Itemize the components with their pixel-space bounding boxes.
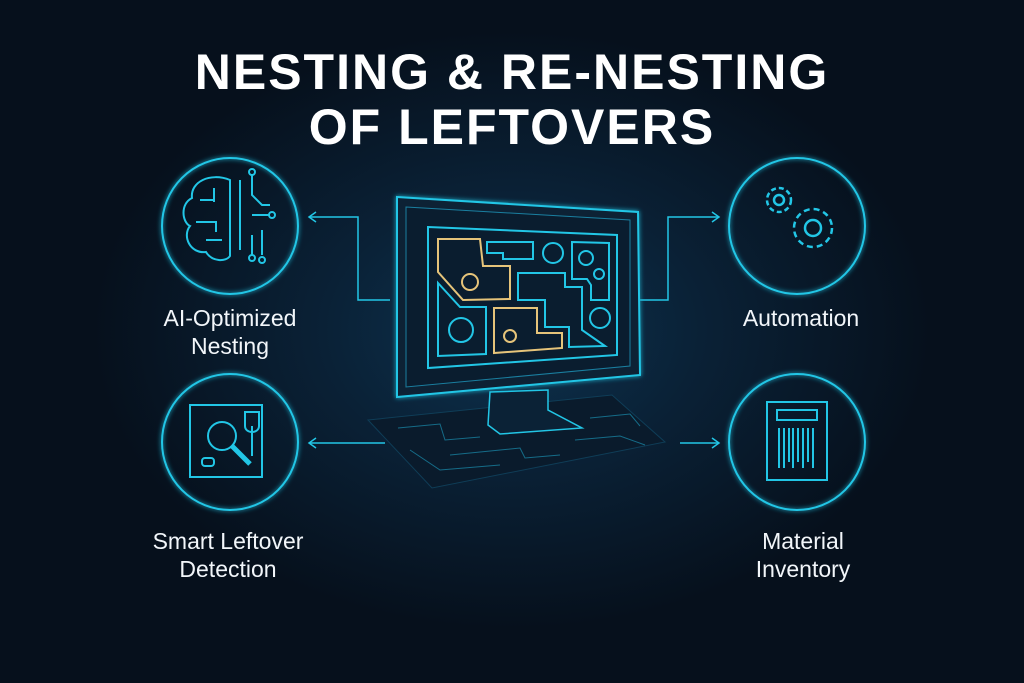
monitor-stand — [487, 389, 585, 435]
feature-circle-ai — [161, 157, 299, 295]
nested-parts — [437, 240, 611, 358]
label-line: Smart Leftover — [152, 528, 304, 554]
gears-icon — [765, 186, 834, 249]
label-line: Inventory — [755, 556, 851, 582]
feature-label-ai: AI-Optimized Nesting — [110, 304, 350, 360]
label-line: Nesting — [191, 333, 269, 359]
nested-part-highlight — [437, 238, 563, 355]
label-line: Detection — [179, 556, 277, 582]
magnifier-document-icon — [189, 404, 263, 478]
monitor-illustration — [366, 195, 667, 489]
barcode-document-icon — [766, 401, 828, 481]
brain-circuit-icon — [182, 168, 276, 264]
title-line-2: OF LEFTOVERS — [308, 99, 716, 155]
feature-label-detection: Smart Leftover Detection — [108, 527, 348, 583]
title-line-1: NESTING & RE-NESTING — [194, 44, 830, 100]
feature-label-inventory: Material Inventory — [683, 527, 923, 583]
feature-circle-detection — [161, 373, 299, 511]
screen-panel — [427, 225, 618, 370]
feature-label-automation: Automation — [681, 304, 921, 332]
feature-circle-automation — [728, 157, 866, 295]
feature-circle-inventory — [728, 373, 866, 511]
label-line: Automation — [742, 305, 860, 331]
label-line: Material — [762, 528, 844, 554]
label-line: AI-Optimized — [163, 305, 297, 331]
connectors — [307, 211, 721, 449]
